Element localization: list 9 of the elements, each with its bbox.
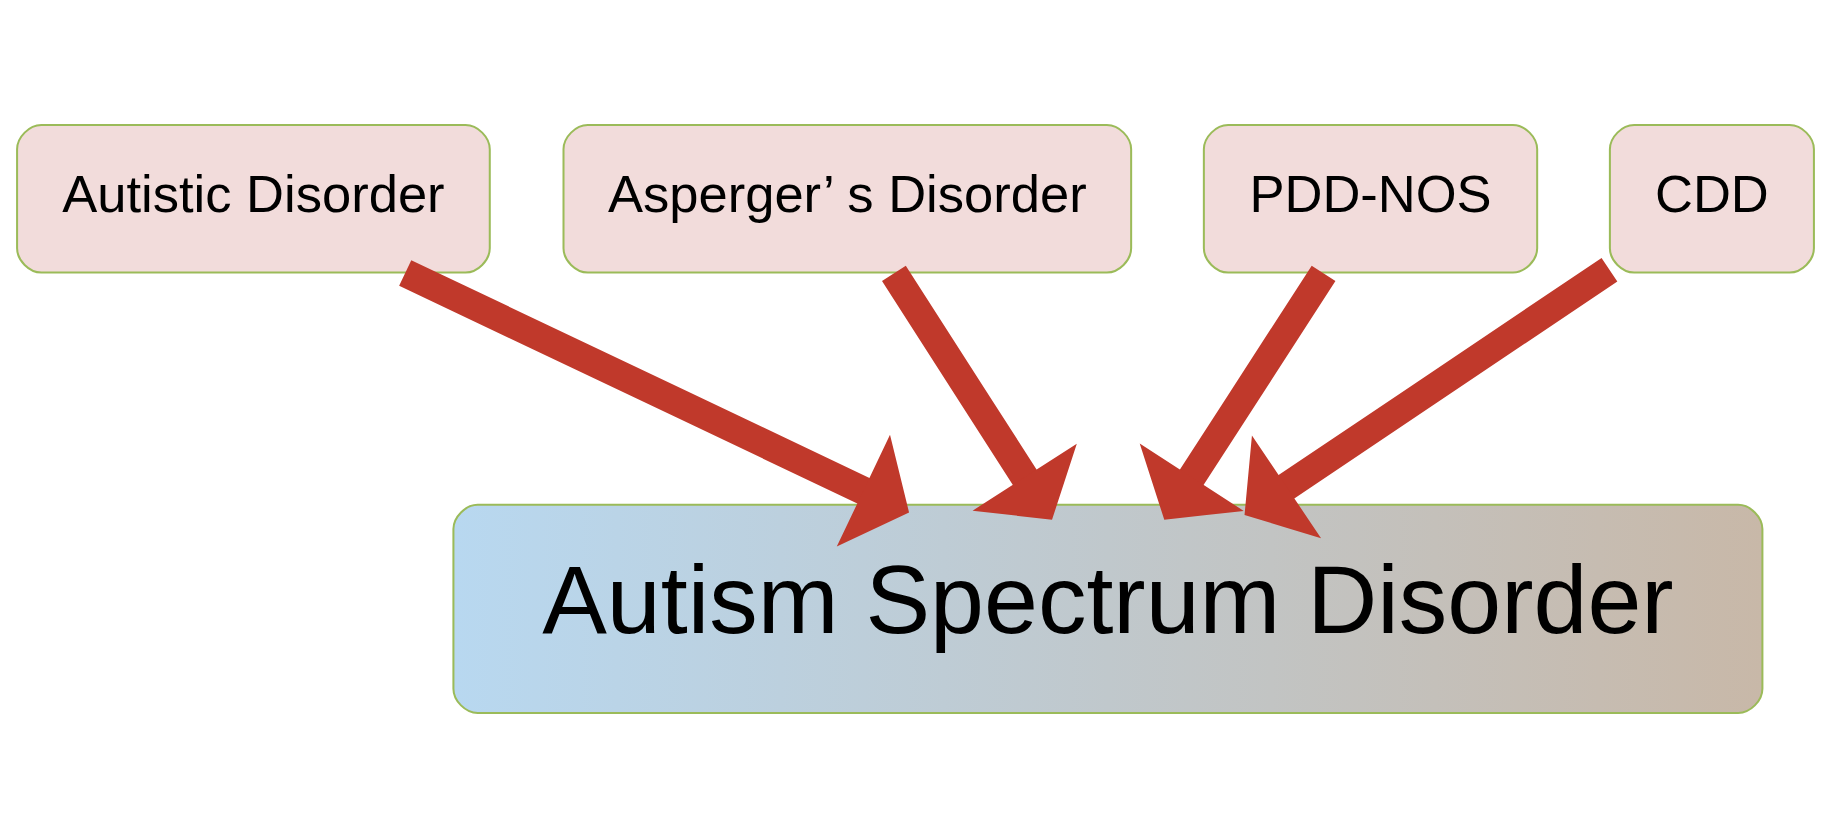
node-box: Autistic Disorder [15,124,491,274]
arrow [1244,257,1617,539]
node-box: Asperger’ s Disorder [562,124,1132,274]
node-box: CDD [1608,124,1815,274]
node-box: PDD-NOS [1202,124,1538,274]
node-box: Autism Spectrum Disorder [451,503,1763,714]
arrow [1139,265,1335,520]
arrow [398,260,909,547]
arrow [881,265,1077,520]
